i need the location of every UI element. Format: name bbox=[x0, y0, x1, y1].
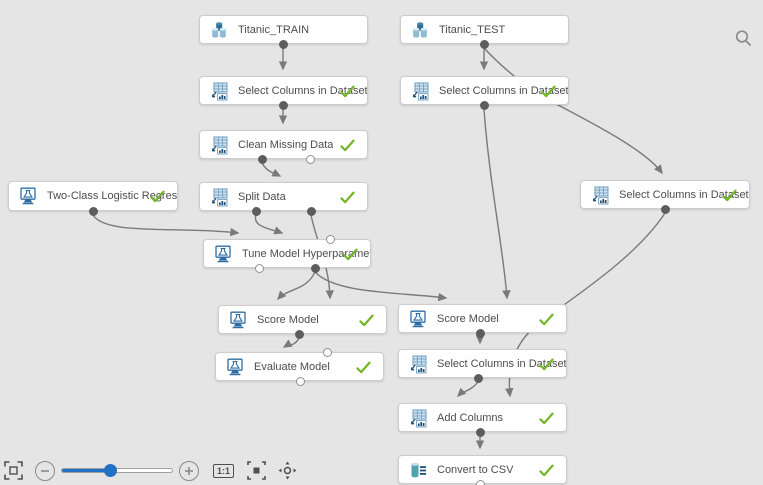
status-check-icon bbox=[541, 85, 556, 98]
output-port[interactable] bbox=[473, 373, 483, 383]
node-label: Titanic_TEST bbox=[439, 23, 506, 36]
input-port[interactable] bbox=[325, 234, 335, 244]
transform-icon bbox=[209, 187, 229, 207]
ml-model-icon bbox=[18, 186, 38, 206]
output-port[interactable] bbox=[475, 427, 485, 437]
transform-icon bbox=[408, 408, 428, 428]
input-port[interactable] bbox=[322, 347, 332, 357]
output-port[interactable] bbox=[278, 100, 288, 110]
output-port[interactable] bbox=[254, 263, 264, 273]
status-check-icon bbox=[539, 464, 554, 477]
node-score-model-right[interactable]: Score Model bbox=[398, 304, 567, 333]
transform-icon bbox=[590, 185, 610, 205]
status-check-icon bbox=[150, 190, 165, 203]
ml-model-icon bbox=[225, 357, 245, 377]
transform-icon bbox=[408, 354, 428, 374]
edge-selectcolstest-to-scoreright bbox=[483, 108, 511, 300]
node-label: Split Data bbox=[238, 190, 286, 203]
status-check-icon bbox=[356, 361, 371, 374]
status-check-icon bbox=[539, 358, 554, 371]
output-port[interactable] bbox=[306, 206, 316, 216]
status-check-icon bbox=[343, 248, 358, 261]
edge-split-to-tune bbox=[254, 214, 284, 235]
fit-to-screen-button[interactable] bbox=[4, 461, 23, 480]
status-check-icon bbox=[722, 189, 737, 202]
node-two-class-logistic-regression[interactable]: Two-Class Logistic Regression bbox=[8, 181, 178, 211]
node-label: Two-Class Logistic Regression bbox=[47, 190, 177, 202]
node-titanic-test[interactable]: Titanic_TEST bbox=[400, 15, 569, 44]
node-evaluate-model[interactable]: Evaluate Model bbox=[215, 352, 384, 381]
edge-scoreleft-to-evaluate bbox=[282, 337, 300, 348]
zoom-out-button[interactable] bbox=[35, 460, 55, 481]
node-label: Evaluate Model bbox=[254, 360, 330, 373]
status-check-icon bbox=[340, 139, 355, 152]
output-port[interactable] bbox=[310, 263, 320, 273]
status-check-icon bbox=[340, 85, 355, 98]
node-label: Select Columns in Dataset bbox=[437, 357, 566, 370]
edge-selectcolsbottom-to-addcols bbox=[457, 381, 479, 397]
node-select-columns-bottom[interactable]: Select Columns in Dataset bbox=[398, 349, 567, 378]
edge-lr-to-tune bbox=[92, 214, 240, 237]
status-check-icon bbox=[539, 313, 554, 326]
node-label: Select Columns in Dataset bbox=[439, 84, 568, 97]
zoom-toolbar: 1:1 bbox=[0, 456, 300, 485]
output-port[interactable] bbox=[475, 328, 485, 338]
output-port[interactable] bbox=[660, 204, 670, 214]
edge-tune-to-scoreright bbox=[314, 271, 448, 302]
node-label: Score Model bbox=[437, 312, 499, 325]
csv-icon bbox=[408, 460, 428, 480]
node-tune-model-hyperparameters[interactable]: Tune Model Hyperparameters bbox=[203, 239, 371, 268]
node-label: Add Columns bbox=[437, 411, 504, 424]
ml-model-icon bbox=[228, 310, 248, 330]
node-label: Select Columns in Dataset bbox=[238, 84, 367, 97]
edge-test-to-selectcols-right bbox=[483, 47, 663, 175]
transform-icon bbox=[410, 81, 430, 101]
zoom-slider-handle[interactable] bbox=[104, 464, 117, 477]
ml-model-icon bbox=[213, 244, 233, 264]
node-clean-missing-data[interactable]: Clean Missing Data bbox=[199, 130, 368, 159]
output-port[interactable] bbox=[294, 329, 304, 339]
output-port[interactable] bbox=[251, 206, 261, 216]
output-port[interactable] bbox=[295, 376, 305, 386]
search-icon[interactable] bbox=[734, 29, 753, 48]
output-port[interactable] bbox=[257, 154, 267, 164]
node-label: Titanic_TRAIN bbox=[238, 23, 310, 36]
dataset-icon bbox=[209, 20, 229, 40]
edge-tune-to-scoreleft bbox=[277, 271, 316, 301]
status-check-icon bbox=[539, 412, 554, 425]
status-check-icon bbox=[340, 191, 355, 204]
output-port[interactable] bbox=[475, 479, 485, 485]
node-label: Convert to CSV bbox=[437, 463, 514, 476]
output-port[interactable] bbox=[479, 100, 489, 110]
ml-model-icon bbox=[408, 309, 428, 329]
transform-icon bbox=[209, 135, 229, 155]
output-port[interactable] bbox=[479, 39, 489, 49]
node-add-columns[interactable]: Add Columns bbox=[398, 403, 567, 432]
node-titanic-train[interactable]: Titanic_TRAIN bbox=[199, 15, 368, 44]
node-split-data[interactable]: Split Data bbox=[199, 182, 368, 211]
zoom-slider-fill bbox=[62, 469, 110, 472]
output-port[interactable] bbox=[88, 206, 98, 216]
node-label: Score Model bbox=[257, 313, 319, 326]
zoom-to-fit-button[interactable] bbox=[247, 461, 266, 480]
zoom-slider[interactable] bbox=[61, 464, 173, 477]
node-label: Clean Missing Data bbox=[238, 138, 334, 151]
node-label: Select Columns in Dataset bbox=[619, 188, 749, 201]
output-port[interactable] bbox=[278, 39, 288, 49]
node-label: Tune Model Hyperparameters bbox=[242, 247, 370, 260]
dataset-icon bbox=[410, 20, 430, 40]
actual-size-button[interactable]: 1:1 bbox=[213, 463, 235, 478]
status-check-icon bbox=[359, 314, 374, 327]
transform-icon bbox=[209, 81, 229, 101]
edge-clean-to-split bbox=[261, 162, 282, 177]
pan-button[interactable] bbox=[278, 461, 297, 480]
zoom-in-button[interactable] bbox=[179, 460, 199, 481]
output-port[interactable] bbox=[305, 154, 315, 164]
node-score-model-left[interactable]: Score Model bbox=[218, 305, 387, 334]
